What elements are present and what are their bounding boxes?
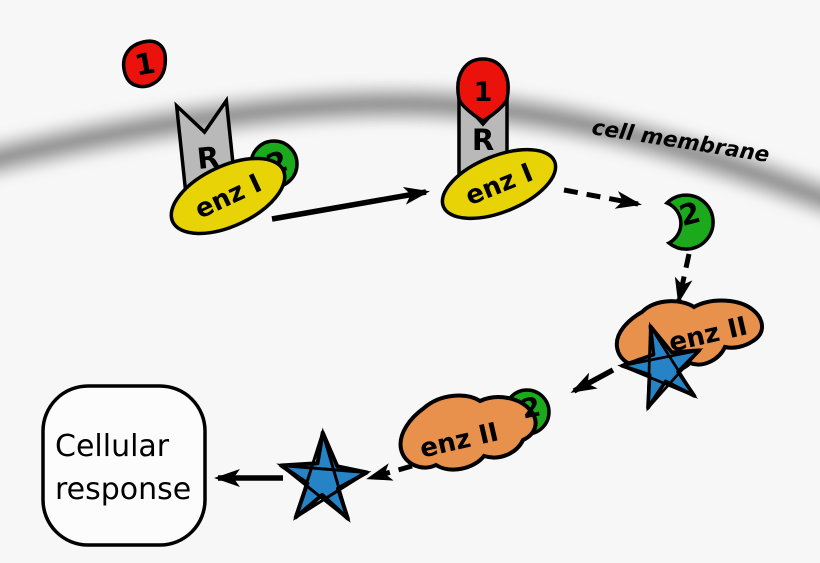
enzyme-one-active: enz I bbox=[440, 147, 558, 221]
arrow-enzyme-two-product bbox=[570, 367, 615, 394]
receptor-label: R bbox=[472, 123, 494, 157]
signal-molecule-bound-icon bbox=[456, 57, 510, 124]
second-messenger-released: 2 bbox=[663, 193, 715, 251]
substrate-star bbox=[617, 321, 704, 412]
enzyme-one-icon bbox=[440, 147, 558, 221]
signal-molecule-icon bbox=[121, 39, 168, 89]
cellular-response-box: Cellular response bbox=[41, 384, 207, 547]
enzyme-one-inactive: enz I bbox=[169, 156, 287, 236]
star-scribble-lines bbox=[276, 427, 372, 523]
response-label-line2: response bbox=[55, 472, 191, 507]
response-label-line1: Cellular bbox=[55, 429, 170, 464]
enzyme-two-icon bbox=[398, 393, 538, 472]
signal-molecule-label: 1 bbox=[474, 77, 493, 108]
star-scribble-lines bbox=[617, 321, 704, 412]
signal-molecule-free: 1 bbox=[121, 39, 168, 89]
response-box-outline bbox=[41, 384, 207, 547]
arrow-enzyme-two-activation bbox=[674, 253, 693, 304]
arrow-messenger-release bbox=[563, 187, 642, 209]
arrow-star-release bbox=[366, 463, 413, 481]
activated-star bbox=[276, 427, 372, 523]
enzyme-one-icon bbox=[169, 156, 287, 236]
enzyme-two-with-messenger: 2 enz II bbox=[398, 388, 551, 472]
second-messenger-icon bbox=[663, 193, 715, 251]
arrow-receptor-activation bbox=[271, 186, 430, 222]
